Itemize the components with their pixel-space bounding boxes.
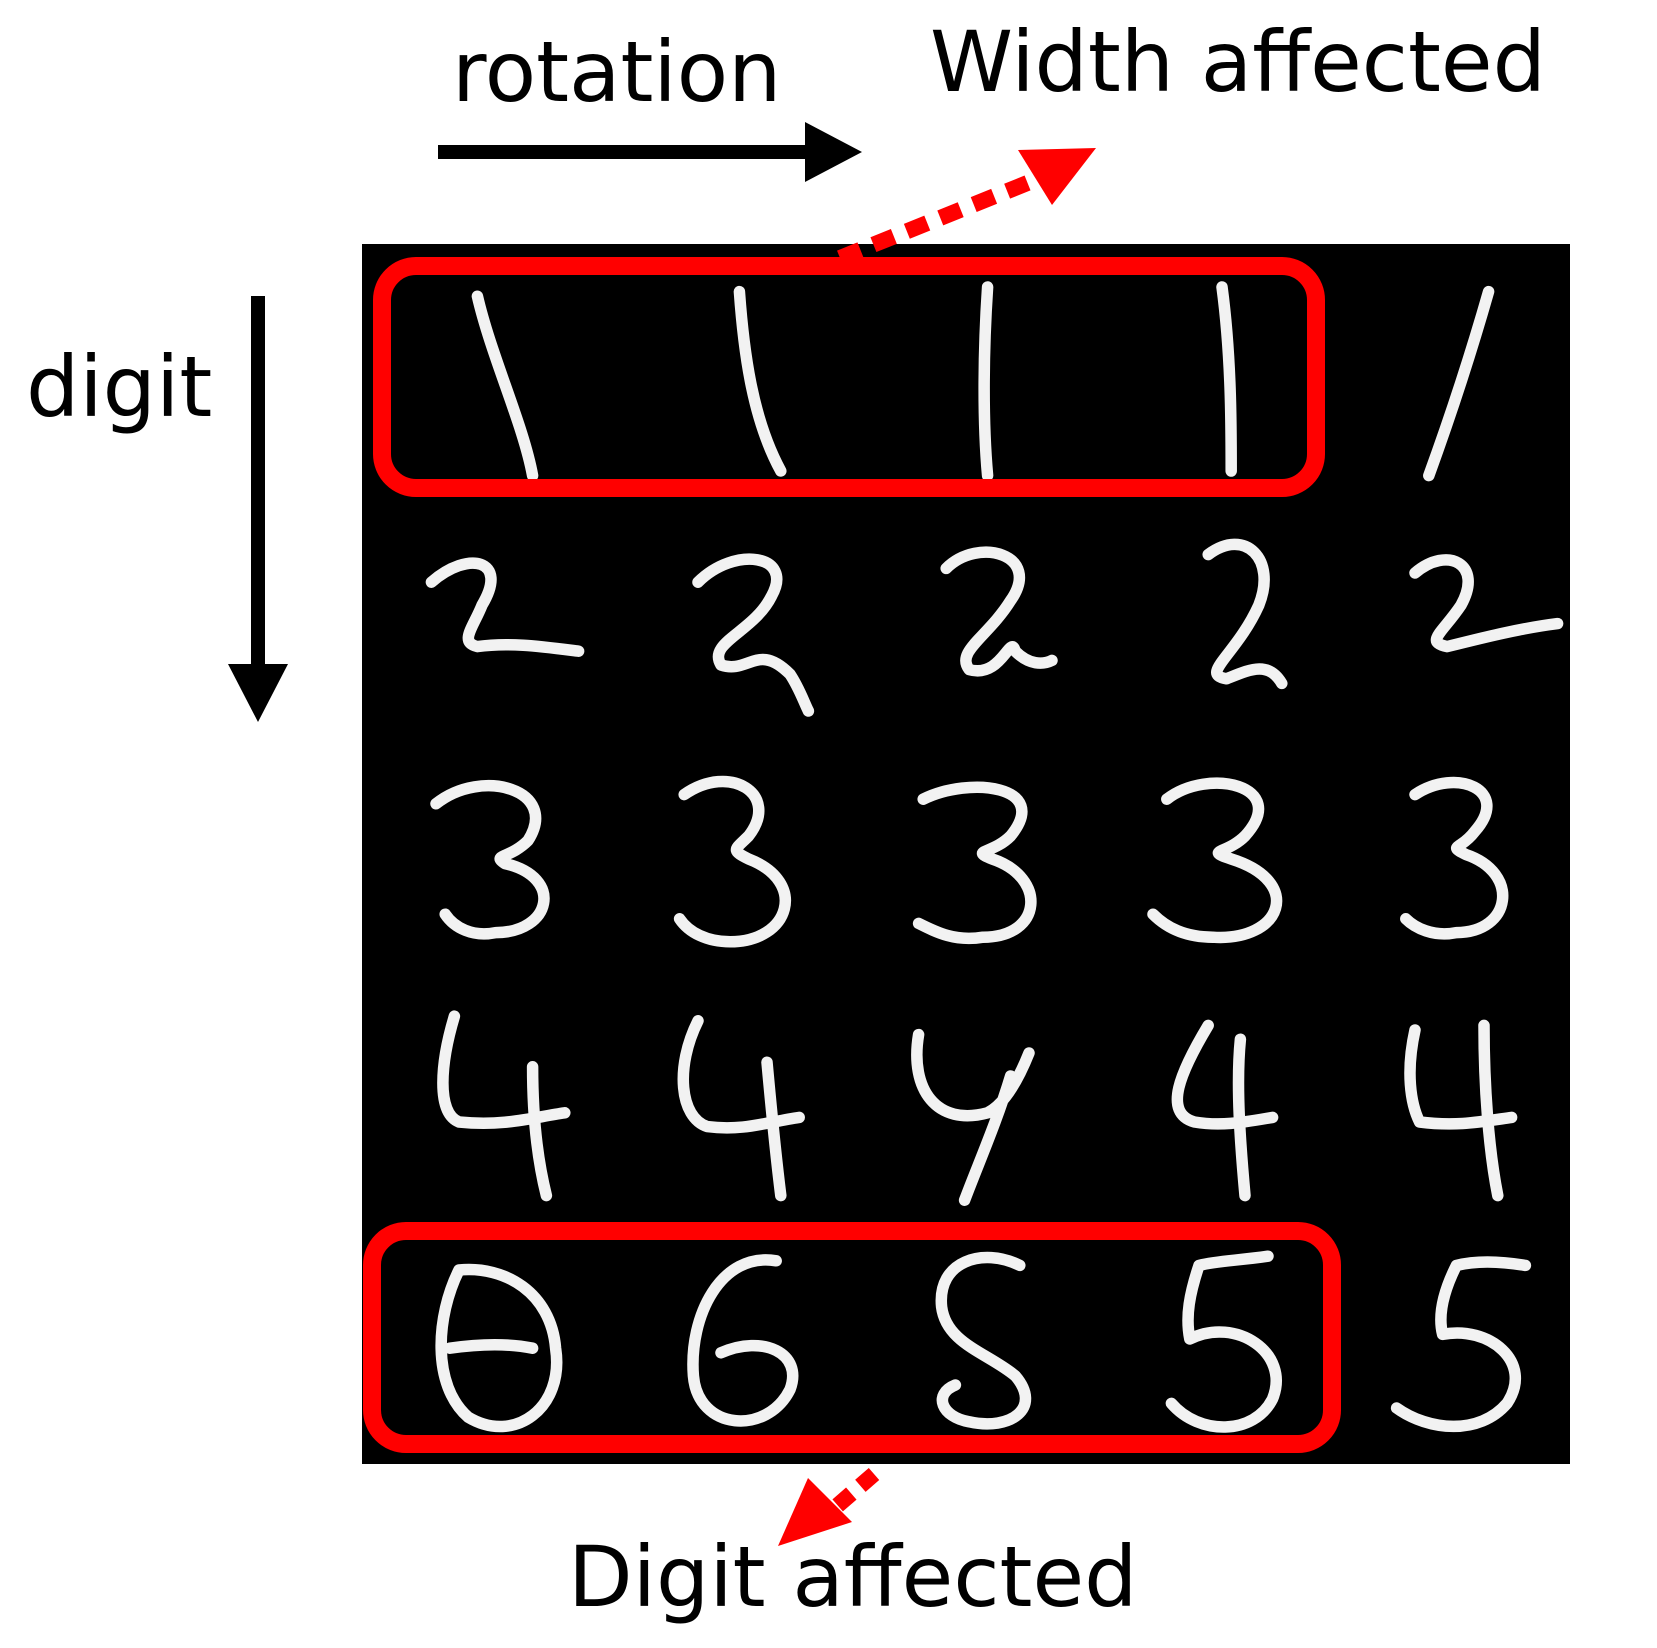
digit-cell-r5-c3 <box>868 1224 1098 1454</box>
rotation-arrow <box>438 122 862 182</box>
digit-stroke <box>733 285 787 477</box>
digit-stroke <box>687 1254 799 1427</box>
digit-cell-r2-c1 <box>390 504 620 734</box>
digit-stroke <box>1400 776 1509 940</box>
digit-stroke <box>692 553 815 717</box>
digit-cell-r4-c3 <box>868 984 1098 1214</box>
digit-stroke <box>437 1010 571 1202</box>
digit-label: digit <box>26 338 213 436</box>
digit-stroke <box>935 1251 1032 1430</box>
digit-stroke <box>911 1028 1035 1206</box>
digit-cell-r2-c4 <box>1107 504 1337 734</box>
digit-stroke <box>1202 538 1288 690</box>
digit-stroke <box>1423 285 1495 482</box>
digit-stroke <box>1409 554 1564 653</box>
digit-glyph <box>1171 1019 1279 1202</box>
width-affected-pointer-arrow <box>837 148 1096 266</box>
digit-cell-r3-c1 <box>390 744 620 974</box>
digit-cell-r4-c2 <box>629 984 859 1214</box>
digit-glyph <box>911 1028 1035 1206</box>
digit-stroke <box>1147 777 1283 944</box>
digit-stroke <box>435 1263 563 1433</box>
digit-cell-r5-c4 <box>1107 1224 1337 1454</box>
digit-glyph <box>912 781 1037 945</box>
digit-affected-label: Digit affected <box>568 1528 1138 1626</box>
digit-stroke <box>912 781 1037 945</box>
digit-glyph <box>687 1254 799 1427</box>
digit-cell-r5-c2 <box>629 1224 859 1454</box>
width-affected-label: Width affected <box>930 13 1546 111</box>
digit-cell-r1-c5 <box>1346 264 1576 494</box>
digit-cell-r1-c1 <box>390 264 620 494</box>
digit-stroke <box>425 557 585 657</box>
digit-glyph <box>1202 538 1288 690</box>
digit-cell-r3-c3 <box>868 744 1098 974</box>
digit-glyph <box>733 285 787 477</box>
digit-cell-r2-c2 <box>629 504 859 734</box>
digit-cell-r5-c1 <box>390 1224 620 1454</box>
digit-cell-r1-c3 <box>868 264 1098 494</box>
digit-glyph <box>692 553 815 717</box>
digit-stroke <box>1216 281 1237 477</box>
digit-cell-r5-c5 <box>1346 1224 1576 1454</box>
digit-glyph <box>1390 1256 1532 1433</box>
digit-stroke <box>677 1015 805 1202</box>
digit-cell-r4-c4 <box>1107 984 1337 1214</box>
digit-glyph <box>435 1263 563 1433</box>
digit-stroke <box>430 779 550 940</box>
digit-cell-r3-c5 <box>1346 744 1576 974</box>
digit-glyph <box>1404 1019 1518 1202</box>
digit-glyph <box>430 779 550 940</box>
digit-glyph <box>1400 776 1509 940</box>
digit-cell-r1-c2 <box>629 264 859 494</box>
digit-stroke <box>978 281 994 482</box>
digit-stroke <box>673 775 792 948</box>
digit-glyph <box>940 546 1058 677</box>
digit-grid-panel <box>362 244 1570 1464</box>
digit-stroke <box>1404 1019 1518 1202</box>
width-affected-highlight-box <box>373 257 1325 497</box>
digit-glyph <box>978 281 994 482</box>
digit-glyph <box>935 1251 1032 1430</box>
digit-affected-highlight-box <box>363 1222 1341 1453</box>
digit-stroke <box>471 290 539 482</box>
digit-glyph <box>1423 285 1495 482</box>
digit-glyph <box>673 775 792 948</box>
digit-arrow <box>228 296 288 722</box>
digit-glyph <box>425 557 585 657</box>
digit-glyph <box>1147 777 1283 944</box>
digit-stroke <box>1171 1019 1279 1202</box>
digit-cell-r1-c4 <box>1107 264 1337 494</box>
digit-glyph <box>471 290 539 482</box>
digit-glyph <box>437 1010 571 1202</box>
digit-stroke <box>940 546 1058 677</box>
rotation-label: rotation <box>452 23 782 121</box>
digit-glyph <box>1216 281 1237 477</box>
digit-cell-r2-c3 <box>868 504 1098 734</box>
digit-cell-r4-c1 <box>390 984 620 1214</box>
digit-glyph <box>1165 1250 1282 1433</box>
digit-cell-r3-c2 <box>629 744 859 974</box>
digit-stroke <box>1390 1256 1532 1433</box>
digit-glyph <box>677 1015 805 1202</box>
digit-affected-pointer-arrow <box>778 1467 880 1546</box>
digit-cell-r2-c5 <box>1346 504 1576 734</box>
digit-cell-r4-c5 <box>1346 984 1576 1214</box>
digit-glyph <box>1409 554 1564 653</box>
digit-stroke <box>1165 1250 1282 1433</box>
digit-cell-r3-c4 <box>1107 744 1337 974</box>
